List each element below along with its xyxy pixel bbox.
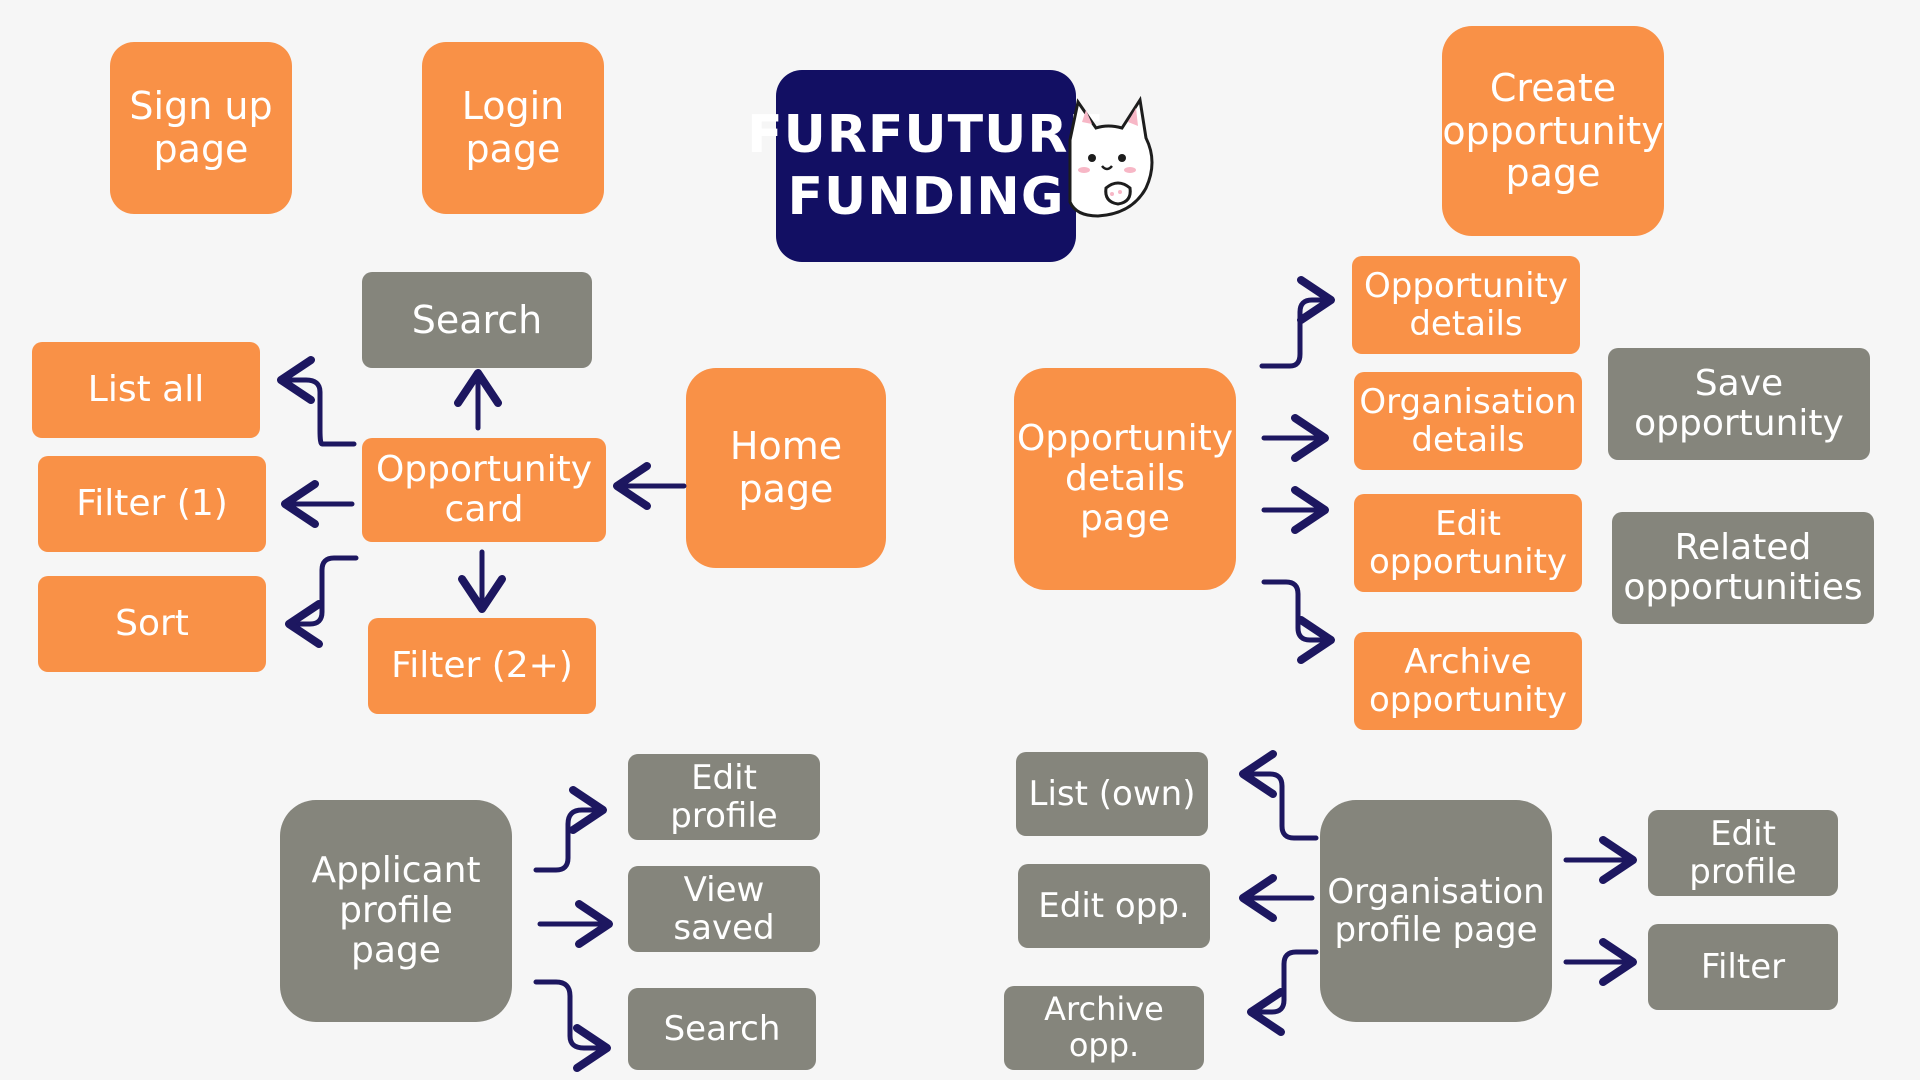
sign-up-page-node: Sign up page <box>110 42 292 214</box>
home-page-node: Home page <box>686 368 886 568</box>
create-opportunity-page-node: Create opportunity page <box>1442 26 1664 236</box>
archive-opportunity-node: Archive opportunity <box>1354 632 1582 730</box>
search-node: Search <box>362 272 592 368</box>
edit-opp-node: Edit opp. <box>1018 864 1210 948</box>
cat-mascot-icon <box>1068 95 1154 218</box>
view-saved-node: View saved <box>628 866 820 952</box>
org-edit-profile-node: Edit profile <box>1648 810 1838 896</box>
organisation-profile-page-node: Organisation profile page <box>1320 800 1552 1022</box>
archive-opp-node: Archive opp. <box>1004 986 1204 1070</box>
diagram-title: FURFUTURE FUNDING <box>747 70 1104 262</box>
applicant-profile-page-node: Applicant profile page <box>280 800 512 1022</box>
edit-opportunity-node: Edit opportunity <box>1354 494 1582 592</box>
arrow-card-to-list-all <box>277 356 357 447</box>
arrow-applicant-to-edit-profile <box>533 786 607 873</box>
organisation-details-node: Organisation details <box>1354 372 1582 470</box>
save-opportunity-node: Save opportunity <box>1608 348 1870 460</box>
filter-2-node: Filter (2+) <box>368 618 596 714</box>
arrow-applicant-to-search <box>533 979 611 1072</box>
org-filter-node: Filter <box>1648 924 1838 1010</box>
arrow-org-to-archive-opp <box>1247 949 1319 1036</box>
list-own-node: List (own) <box>1016 752 1208 836</box>
opportunity-details-page-node: Opportunity details page <box>1014 368 1236 590</box>
applicant-search-node: Search <box>628 988 816 1070</box>
opportunity-card-node: Opportunity card <box>362 438 606 542</box>
related-opportunities-node: Related opportunities <box>1612 512 1874 624</box>
sort-node: Sort <box>38 576 266 672</box>
arrow-details-to-opportunity-details <box>1259 276 1335 369</box>
applicant-edit-profile-node: Edit profile <box>628 754 820 840</box>
arrow-org-to-list-own <box>1239 750 1319 841</box>
opportunity-details-node: Opportunity details <box>1352 256 1580 354</box>
arrow-details-to-archive-opportunity <box>1261 579 1335 664</box>
filter-1-node: Filter (1) <box>38 456 266 552</box>
list-all-node: List all <box>32 342 260 438</box>
login-page-node: Login page <box>422 42 604 214</box>
arrow-card-to-sort <box>285 555 359 648</box>
